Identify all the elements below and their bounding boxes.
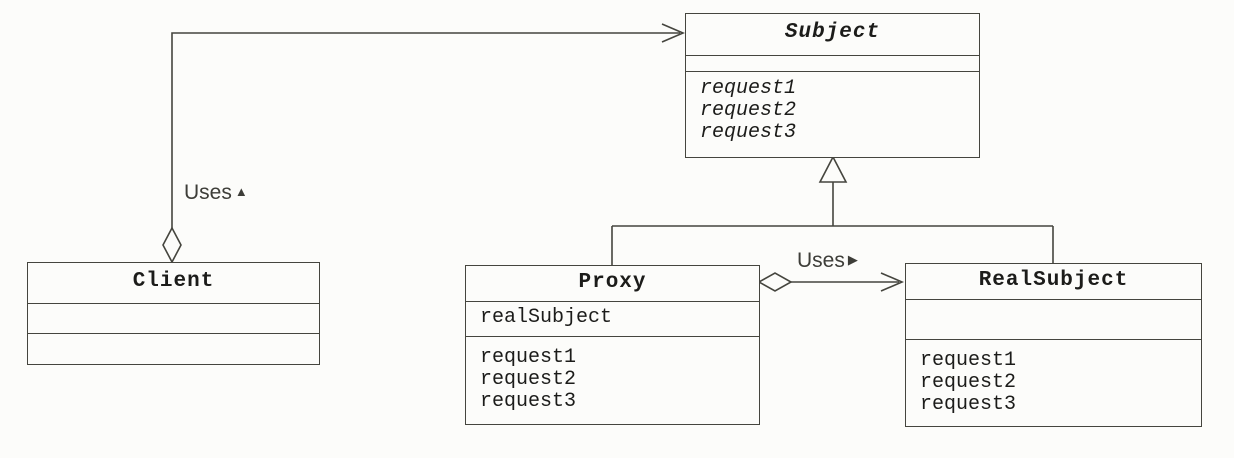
method-item: request3 [480, 390, 577, 413]
method-item: request3 [920, 393, 1017, 416]
client-uses-label: Uses▲ [184, 181, 248, 205]
method-item: request1 [700, 77, 797, 100]
class-name-proxy: Proxy [578, 271, 647, 294]
method-item: request1 [480, 346, 577, 369]
attributes-compartment-proxy: realSubject [466, 301, 759, 336]
class-name-realsubject: RealSubject [978, 269, 1129, 292]
proxy-realsubject-association [757, 272, 905, 292]
direction-up-icon: ▲ [234, 184, 248, 199]
method-item: request2 [480, 368, 577, 391]
class-name-subject: Subject [784, 21, 881, 44]
class-box-realsubject: RealSubject request1 request2 request3 [905, 263, 1202, 427]
direction-right-icon: ▶ [847, 252, 858, 267]
client-subject-association [162, 23, 686, 264]
class-box-proxy: Proxy realSubject request1 request2 requ… [465, 265, 760, 425]
uses-label-text: Uses [797, 249, 845, 272]
methods-compartment-subject: request1 request2 request3 [686, 71, 979, 157]
methods-compartment-realsubject: request1 request2 request3 [906, 339, 1201, 426]
class-name-client: Client [132, 270, 215, 293]
open-arrowhead-icon [880, 272, 905, 292]
attribute-item: realSubject [480, 306, 613, 329]
attributes-compartment-realsubject [906, 299, 1201, 339]
association-line [171, 32, 680, 229]
attributes-compartment-subject [686, 55, 979, 71]
proxy-uses-label: Uses▶ [797, 249, 858, 273]
aggregation-diamond-icon [757, 272, 793, 292]
uses-label-text: Uses [184, 181, 232, 204]
open-arrowhead-icon [661, 23, 686, 43]
attributes-compartment-client [28, 303, 319, 333]
methods-compartment-proxy: request1 request2 request3 [466, 336, 759, 424]
method-item: request2 [700, 99, 797, 122]
method-item: request1 [920, 349, 1017, 372]
method-item: request3 [700, 121, 797, 144]
method-item: request2 [920, 371, 1017, 394]
methods-compartment-client [28, 333, 319, 364]
class-box-subject: Subject request1 request2 request3 [685, 13, 980, 158]
inheritance-triangle-icon [818, 155, 848, 183]
aggregation-diamond-icon [162, 226, 182, 264]
class-box-client: Client [27, 262, 320, 365]
